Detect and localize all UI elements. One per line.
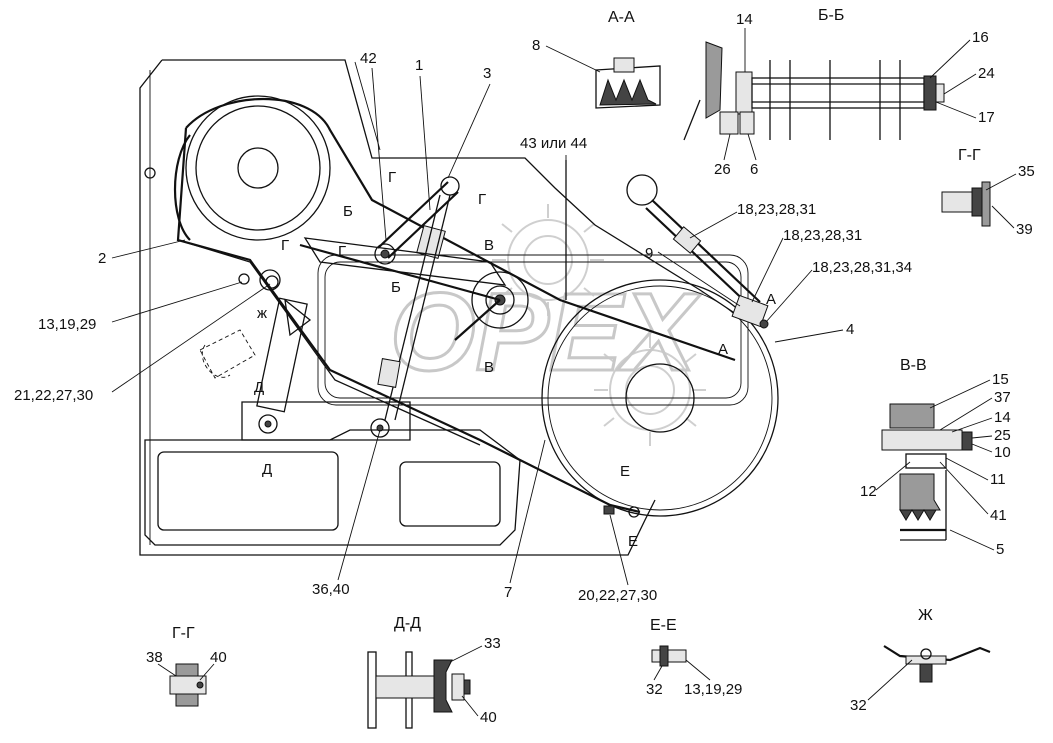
callout-18-23-28-31-34: 18,23,28,31,34 [812, 259, 912, 276]
callout-24: 24 [978, 65, 995, 82]
section-vv: В-В 15 37 14 25 10 12 11 41 5 [860, 357, 1011, 558]
callout-16: 16 [972, 29, 989, 46]
callout-20-22-27-30: 20,22,27,30 [578, 587, 657, 604]
cut-mark-v-lower: В [484, 359, 494, 376]
belt-guard-oval [199, 329, 256, 379]
bolt-20 [603, 505, 615, 515]
belt-inner [177, 239, 481, 446]
callout-38: 38 [146, 649, 163, 666]
callout-14-vv: 14 [994, 409, 1011, 426]
callout-5: 5 [996, 541, 1004, 558]
section-gg-upper: Г-Г 35 39 [941, 147, 1035, 238]
section-aa-title: А-А [608, 9, 635, 26]
callout-4: 4 [846, 321, 854, 338]
bolt-21 [265, 275, 279, 289]
lower-window-left [157, 451, 339, 531]
bolt-e [628, 506, 640, 518]
watermark-gear-left [492, 204, 604, 316]
cut-mark-e-lower: Е [628, 533, 638, 550]
callout-13-19-29-main: 13,19,29 [38, 316, 96, 333]
cut-mark-a-lower: А [718, 341, 728, 358]
callout-37: 37 [994, 389, 1011, 406]
callout-10: 10 [994, 444, 1011, 461]
callout-41: 41 [990, 507, 1007, 524]
section-ee: Е-Е 32 13,19,29 [646, 617, 742, 698]
section-vv-title: В-В [900, 357, 927, 374]
cut-mark-g-mid-right: Г [338, 243, 346, 260]
callout-39: 39 [1016, 221, 1033, 238]
callout-33: 33 [484, 635, 501, 652]
section-gg-upper-title: Г-Г [958, 147, 981, 164]
section-aa: А-А 8 [532, 9, 661, 109]
inner-frame-2 [324, 261, 742, 399]
cut-mark-b-lower: Б [391, 279, 401, 296]
section-zh: Ж 32 [850, 607, 991, 714]
callout-7: 7 [504, 584, 512, 601]
callout-42: 42 [360, 50, 377, 67]
frame-outline [139, 59, 743, 556]
cut-mark-zh: ж [257, 305, 267, 322]
handle-lever [626, 174, 769, 329]
callout-26: 26 [714, 161, 731, 178]
callout-32-zh: 32 [850, 697, 867, 714]
hook-left [144, 167, 156, 179]
bolt-13-19-29 [238, 273, 250, 285]
callout-17: 17 [978, 109, 995, 126]
cut-mark-g-right: Г [478, 191, 486, 208]
section-gg-lower-title: Г-Г [172, 625, 195, 642]
cut-mark-e-upper: Е [620, 463, 630, 480]
tension-arm [374, 176, 460, 421]
section-bb-title: Б-Б [818, 7, 844, 24]
cut-mark-g-left: Г [388, 169, 396, 186]
watermark-layer: OPEX [389, 204, 706, 446]
section-bb: Б-Б 14 16 24 17 26 6 [683, 7, 995, 178]
section-dd-title: Д-Д [394, 615, 421, 632]
mount-plate [241, 358, 411, 441]
callout-15: 15 [992, 371, 1009, 388]
callout-13-19-29-ee: 13,19,29 [684, 681, 742, 698]
callout-3: 3 [483, 65, 491, 82]
lower-window-right [399, 461, 501, 527]
section-dd: Д-Д 33 40 [367, 615, 501, 729]
callout-36-40: 36,40 [312, 581, 350, 598]
main-callouts: 42 1 3 43 или 44 2 13,19,29 21,22,27,30 … [14, 50, 912, 604]
callout-35: 35 [1018, 163, 1035, 180]
callout-2: 2 [98, 250, 106, 267]
section-gg-lower: Г-Г 38 40 [146, 625, 227, 707]
callout-6: 6 [750, 161, 758, 178]
main-view [139, 59, 779, 556]
callout-12: 12 [860, 483, 877, 500]
cut-mark-g-mid-left: Г [281, 237, 289, 254]
callout-11: 11 [990, 471, 1006, 488]
cut-mark-v-upper: В [484, 237, 494, 254]
callout-40-gg: 40 [210, 649, 227, 666]
cut-mark-d-lower: Д [262, 461, 272, 478]
callout-18-23-28-31-b: 18,23,28,31 [783, 227, 862, 244]
section-ee-title: Е-Е [650, 617, 677, 634]
frame-inner-outline [149, 61, 381, 545]
lower-panel [144, 429, 521, 546]
callout-18-23-28-31-a: 18,23,28,31 [737, 201, 816, 218]
cut-marks: Г Г Г Г Б Б В В Д Д Е Е А А ж [254, 169, 776, 550]
callout-1: 1 [415, 57, 423, 74]
callout-25: 25 [994, 427, 1011, 444]
callout-32-ee: 32 [646, 681, 663, 698]
cut-mark-d-left: Д [254, 379, 264, 396]
callout-43-or-44: 43 или 44 [520, 135, 587, 152]
cut-mark-a-upper: А [766, 291, 776, 308]
cut-mark-b-upper: Б [343, 203, 353, 220]
section-zh-title: Ж [918, 607, 933, 624]
link-plate [303, 237, 507, 286]
lower-pulley [541, 279, 779, 517]
watermark-text: OPEX [390, 271, 701, 394]
inner-frame [317, 254, 749, 406]
callout-14-bb: 14 [736, 11, 753, 28]
callout-8: 8 [532, 37, 540, 54]
callout-9: 9 [645, 245, 653, 262]
callout-40-dd: 40 [480, 709, 497, 726]
spring-cylinder [256, 269, 312, 413]
callout-21-22-27-30: 21,22,27,30 [14, 387, 93, 404]
